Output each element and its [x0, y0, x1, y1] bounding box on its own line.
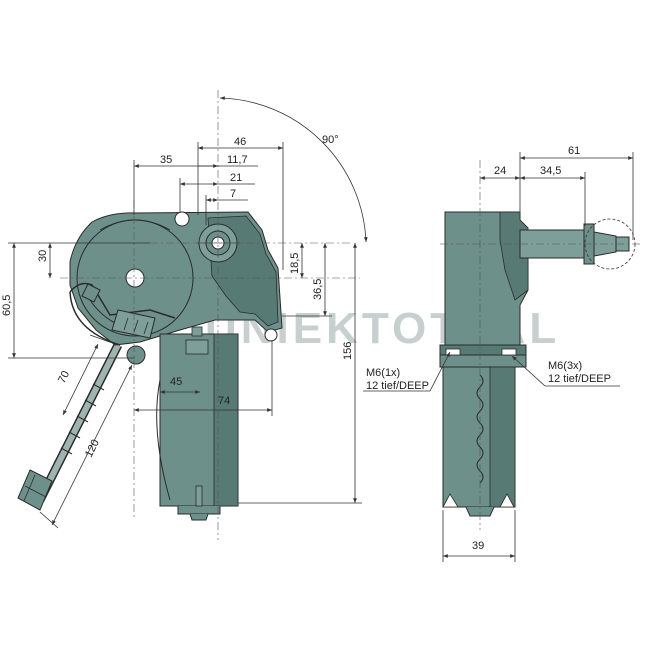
angle-label: 90° — [322, 134, 339, 146]
side-view: 61 24 34,5 39 M6(1x) 12 tief/DEEP M6(3x)… — [363, 145, 640, 562]
dim-18-5: 18,5 — [289, 253, 301, 274]
side-flange — [439, 344, 527, 368]
dim-35: 35 — [160, 154, 172, 166]
cable-connector-plug — [17, 469, 53, 511]
bottom-dimensions: 45 74 — [134, 340, 273, 416]
dim-7: 7 — [230, 188, 236, 200]
side-dimensions: 61 24 34,5 39 — [442, 145, 634, 562]
motor-body — [156, 326, 239, 521]
side-center-lines — [440, 160, 640, 530]
dim-11-7: 11,7 — [227, 154, 248, 166]
side-motor — [442, 366, 516, 517]
front-view: 90° 46 35 11,7 21 7 30 — [1, 90, 368, 540]
mounting-hole-top — [174, 211, 190, 227]
dim-60-5: 60,5 — [1, 295, 13, 316]
diagonal-dimensions: 70 120 — [39, 334, 133, 529]
dim-30: 30 — [37, 250, 49, 262]
dim-120: 120 — [83, 438, 102, 460]
thread-callout-right: M6(3x) 12 tief/DEEP — [511, 355, 620, 387]
cable — [17, 342, 123, 511]
thread-callout-left: M6(1x) 12 tief/DEEP — [363, 351, 451, 392]
left-thread-label: M6(1x) — [366, 367, 400, 379]
dim-24: 24 — [494, 165, 506, 177]
wiring-bracket — [69, 282, 176, 346]
dim-74: 74 — [218, 395, 230, 407]
angle-arc — [219, 96, 368, 243]
right-depth-label: 12 tief/DEEP — [548, 373, 611, 385]
right-dimensions: 18,5 36,5 156 — [238, 243, 362, 504]
top-dimensions: 46 35 11,7 21 7 — [133, 136, 284, 270]
dim-45: 45 — [170, 376, 182, 388]
dim-39: 39 — [472, 540, 484, 552]
dim-70: 70 — [56, 369, 72, 385]
dim-21: 21 — [230, 172, 242, 184]
dim-36-5: 36,5 — [312, 279, 324, 300]
mounting-hole-right — [264, 328, 278, 342]
mounting-hole-left — [126, 345, 146, 365]
center-lines — [60, 90, 360, 540]
dim-34-5: 34,5 — [540, 165, 561, 177]
dim-46: 46 — [234, 136, 246, 148]
right-thread-label: M6(3x) — [548, 360, 582, 372]
dim-61: 61 — [568, 145, 580, 157]
left-depth-label: 12 tief/DEEP — [366, 380, 429, 392]
dim-156: 156 — [342, 342, 354, 360]
